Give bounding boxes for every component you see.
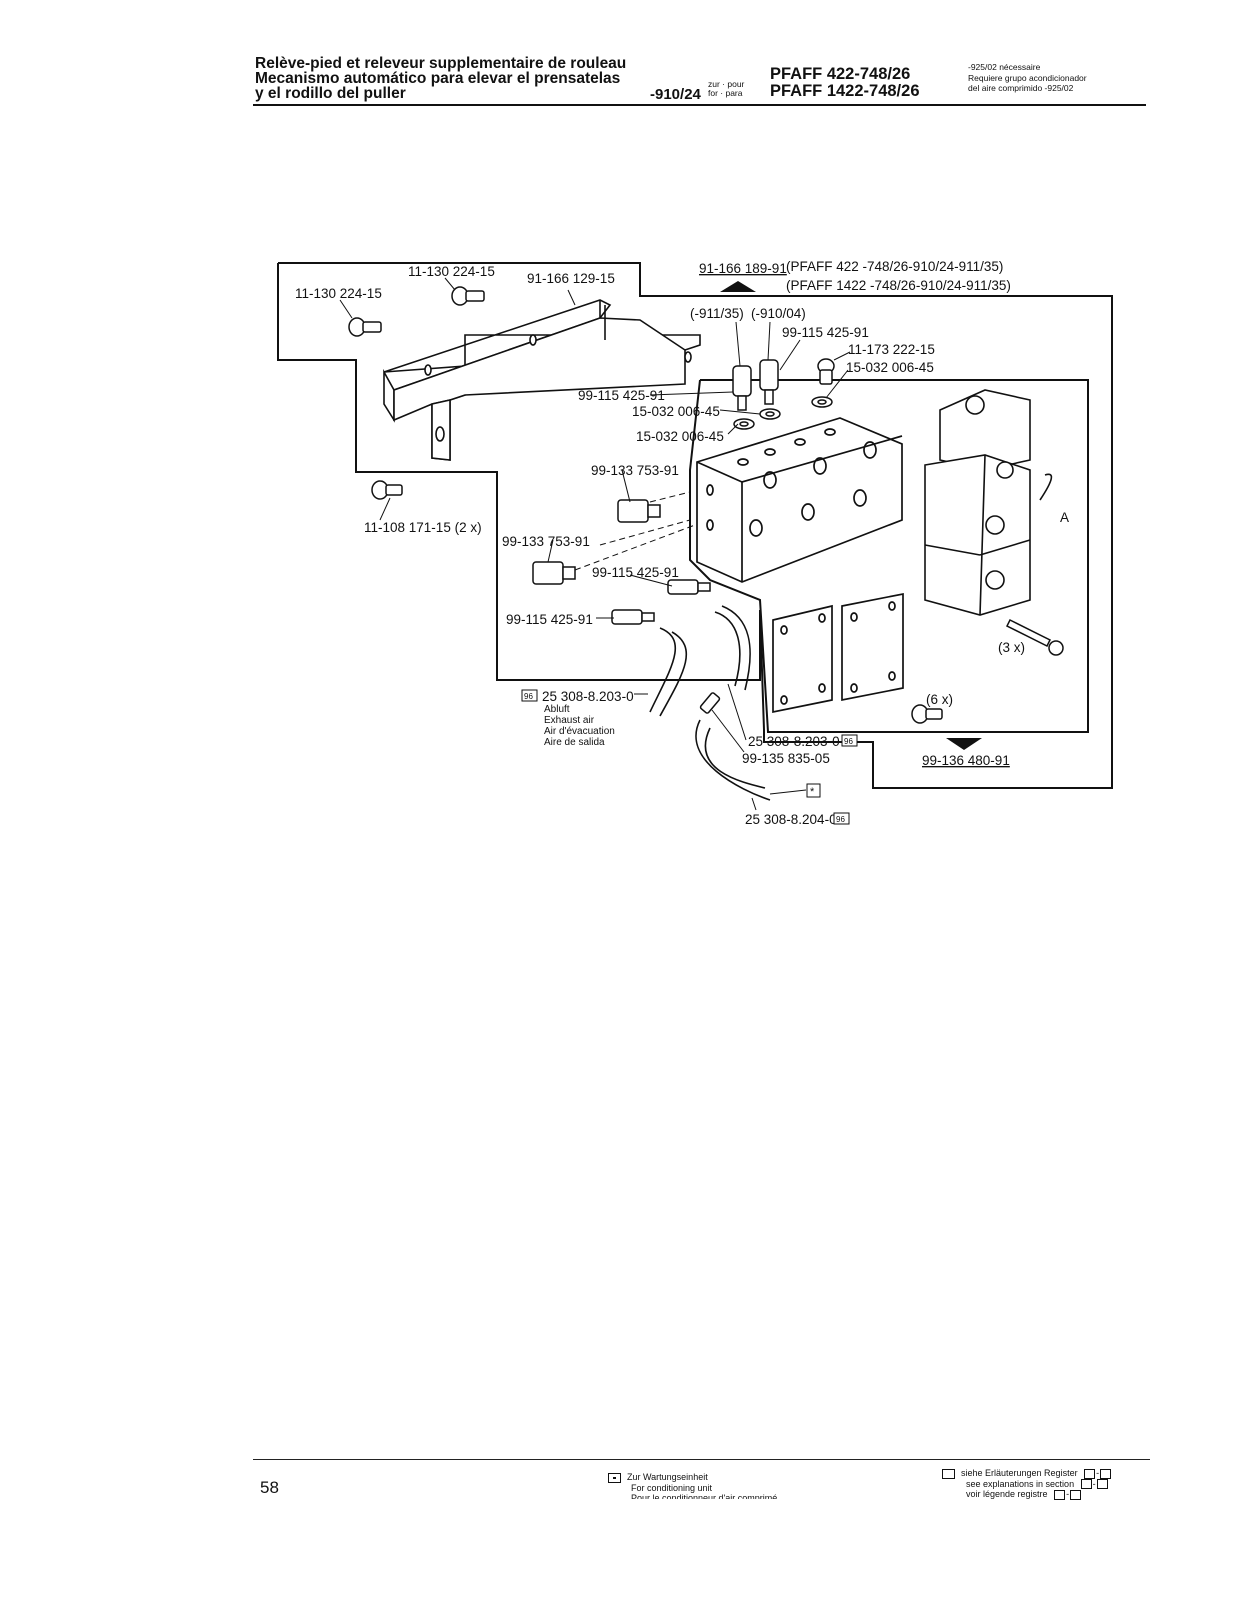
part-label: 99-136 480-91 [922,753,1010,768]
quantity-label: (6 x) [926,692,953,707]
down-arrow-icon [946,738,982,750]
valve-assembly [924,389,1053,616]
exhaust-desc: Exhaust air [544,715,595,726]
up-arrow-icon [720,281,756,292]
conditioning-note: Zur Wartungseinheit For conditioning uni… [608,1472,777,1499]
page-number: 58 [260,1478,279,1497]
note-line-2: Requiere grupo acondicionador [968,72,1087,83]
part-label: 15-032 006-45 [632,404,720,419]
variant-label: (-910/04) [751,306,806,321]
quantity-label: (3 x) [998,640,1025,655]
part-label: 25 308-8.203-0 [542,689,634,704]
title-line-3: y el rodillo del puller [255,85,406,102]
part-label: 99-115 425-91 [782,325,869,340]
footer-rule [253,1459,1150,1460]
part-label: 25 308-8.203-0 [748,734,840,749]
title-line-2: Mecanismo automático para elevar el pren… [255,70,621,87]
mid-line-3: Pour le conditionneur d'air comprimé [631,1493,778,1500]
part-label: 15-032 006-45 [846,360,934,375]
for-label: zur · pour for · para [708,80,744,98]
silencer-icon [732,359,833,430]
model-note: (PFAFF 422 -748/26-910/24-911/35) [786,259,1003,274]
mid-line-2: For conditioning unit [631,1482,713,1493]
right-line-2: see explanations in section [966,1478,1075,1489]
arrow-a-label: A [1060,510,1069,525]
badge-99-icon [1096,1479,1108,1490]
part-label: 99-115 425-91 [506,612,593,627]
note-line-1: -925/02 nécessaire [968,62,1041,72]
model-2: PFAFF 1422-748/26 [770,82,920,100]
explanations-note: siehe Erläuterungen Register - see expla… [942,1468,1112,1500]
badge-text: 96 [844,737,853,746]
note-line-3: del aire comprimido -925/02 [968,83,1074,93]
exhaust-desc: Air d'évacuation [544,726,615,737]
part-label: 15-032 006-45 [636,429,724,444]
exhaust-desc: Abluft [544,704,570,715]
header-rule [253,104,1146,106]
bracket-part [383,299,701,461]
model-note: (PFAFF 1422 -748/26-910/24-911/35) [786,278,1011,293]
model-1: PFAFF 422-748/26 [770,65,911,83]
part-label: 91-166 189-91 [699,261,787,276]
part-label: 99-133 753-91 [591,463,679,478]
variant-label: (-911/35) [690,306,744,321]
variant-code: -910/24 [650,86,701,103]
screw-icon [348,286,943,724]
star-icon: * [810,786,815,798]
part-label: 99-115 425-91 [592,565,679,580]
assembly-outline [277,262,1113,789]
part-label: 11-130 224-15 [408,264,495,279]
badge-a-icon [1054,1489,1066,1500]
part-label: 11-130 224-15 [295,286,382,301]
part-label: 11-173 222-15 [848,342,935,357]
badge-text: 96 [524,692,533,701]
hose-icon [649,605,771,801]
gasket-plate [772,592,904,714]
part-label: 99-115 425-91 [578,388,665,403]
badge-a-icon [1080,1479,1092,1490]
requirement-note: -925/02 nécessaire Requiere grupo acondi… [968,62,1087,94]
exhaust-desc: Aire de salida [544,737,605,748]
exploded-parts-diagram: 11-130 224-15 11-130 224-15 91-166 129-1… [277,259,1113,827]
long-screw-icon [1005,618,1064,656]
model-list: PFAFF 422-748/26 PFAFF 1422-748/26 [770,66,920,100]
badge-text: 96 [836,815,845,824]
part-label: 11-108 171-15 (2 x) [364,520,482,535]
badge-a-icon [1084,1468,1096,1479]
zur-pour: zur · pour [708,79,745,89]
manifold-block [696,417,903,583]
right-line-3: voir légende registre [966,1489,1048,1500]
right-line-1: siehe Erläuterungen Register [961,1468,1078,1478]
mid-line-1: Zur Wartungseinheit [627,1472,708,1482]
part-label: 25 308-8.204-0 [745,812,837,827]
section-box-icon [942,1468,955,1479]
part-label: 99-133 753-91 [502,534,590,549]
part-label: 99-135 835-05 [742,751,830,766]
badge-99-icon [1100,1468,1112,1479]
valve-group-outline [689,379,1089,733]
page-title: Relève-pied et releveur supplementaire d… [255,55,627,102]
title-line-1: Relève-pied et releveur supplementaire d… [255,55,627,72]
part-label: 91-166 129-15 [527,271,615,286]
badge-96-icon [521,689,858,825]
badge-99-icon [1070,1489,1082,1500]
conditioning-unit-icon [608,1472,621,1483]
fitting-icon [532,499,721,714]
for-para: for · para [708,88,743,98]
